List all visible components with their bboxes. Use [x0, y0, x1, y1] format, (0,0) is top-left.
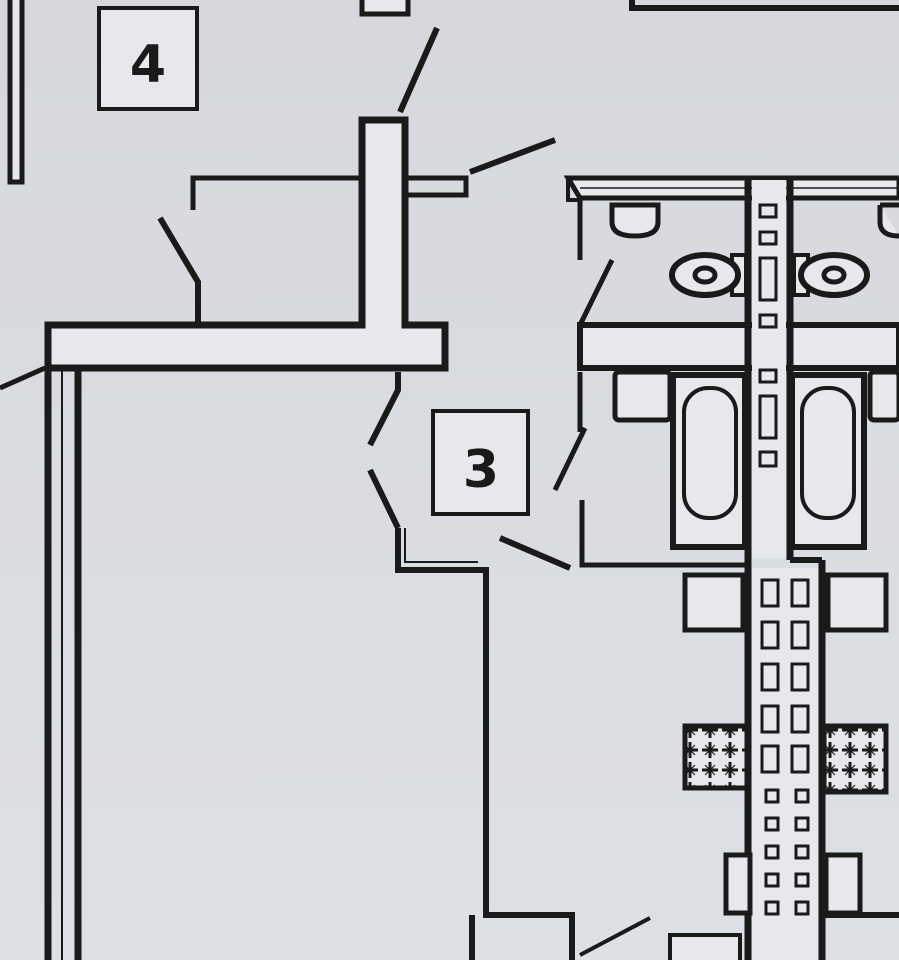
door-swing-corridor-lower: [367, 468, 401, 530]
door-swing-wc: [577, 258, 615, 327]
door-swing-bath: [552, 426, 588, 492]
door-swing-top: [397, 26, 440, 114]
wall-top-stub: [359, 0, 411, 17]
bathtub-left: [670, 372, 748, 550]
wall-horizontal-main: [44, 116, 449, 372]
bath-sink-left: [612, 369, 673, 423]
room-number-3: 3: [463, 440, 499, 500]
bottom-fixture: [668, 933, 742, 960]
wc-sink-right: [877, 202, 899, 239]
door-swing-bottom: [579, 916, 651, 957]
wall-bath-left-lower: [579, 500, 748, 568]
room-label-4: 4: [97, 6, 199, 111]
toilet-right: [792, 252, 870, 298]
wall-top-right: [629, 0, 899, 11]
wall-corridor: [395, 528, 575, 960]
room-label-3: 3: [431, 409, 530, 516]
door-swing-room-4: [157, 216, 201, 322]
lower-fixture-left: [723, 852, 753, 916]
door-swing-corridor-upper: [367, 372, 401, 447]
bathtub-right: [789, 372, 867, 550]
shaft-vents-upper: [758, 203, 778, 468]
wall-corridor-inner: [404, 528, 478, 563]
door-swing-hall: [498, 535, 572, 571]
appliance-right: [825, 572, 889, 633]
cross-fixture-left: [682, 723, 750, 791]
wall-top-left: [7, 0, 25, 185]
wc-sink-left: [609, 202, 661, 239]
bath-sink-right: [867, 369, 899, 423]
room-number-4: 4: [130, 35, 166, 95]
shaft-vents-lower: [760, 578, 810, 916]
door-swing-left-edge: [0, 365, 47, 391]
wall-right-mid: [577, 322, 899, 371]
cross-fixture-right: [821, 723, 889, 795]
appliance-left: [682, 572, 746, 633]
wall-left-long: [44, 368, 82, 960]
wall-right-upper-left-return: [566, 178, 580, 202]
wall-thin-upper: [190, 175, 469, 210]
door-swing-top-right: [468, 137, 557, 175]
toilet-left: [669, 252, 748, 298]
lower-fixture-right: [823, 852, 863, 916]
